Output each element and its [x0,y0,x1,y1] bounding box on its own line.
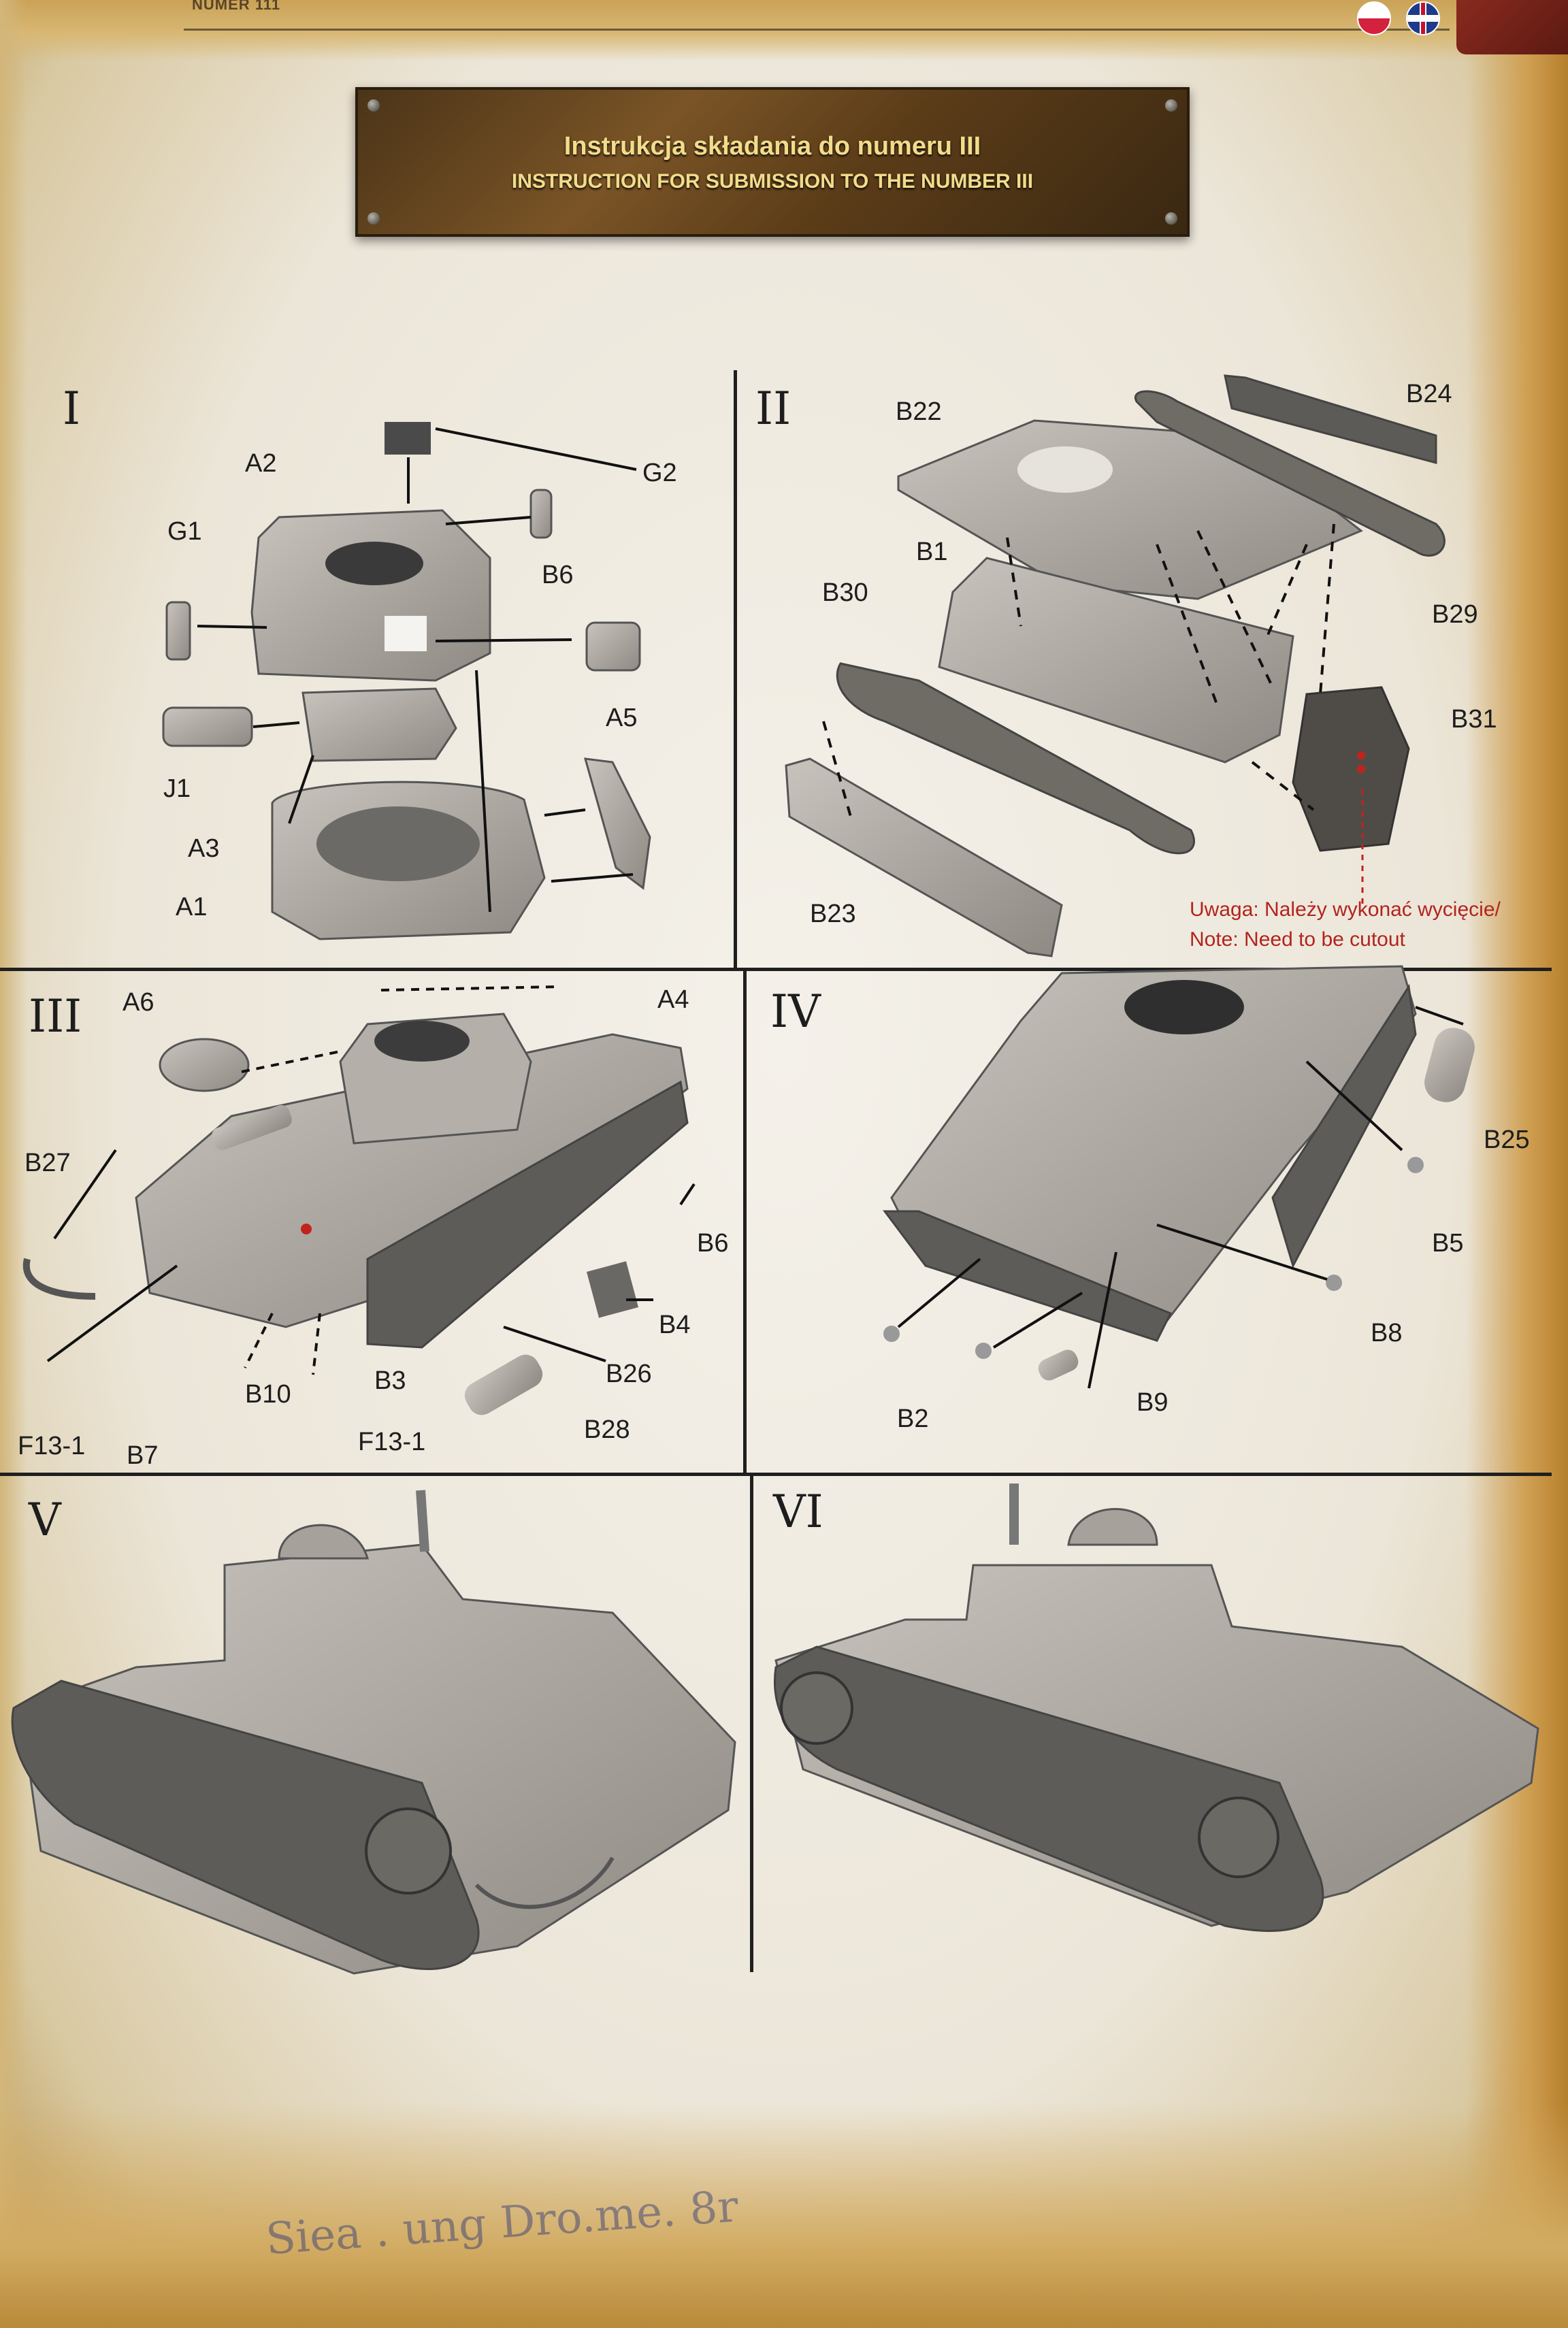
divider-horizontal-2 [0,1473,1552,1476]
part-label: B26 [606,1360,652,1388]
uk-flag-icon [1406,1,1440,35]
rivet-icon [368,212,380,225]
divider-horizontal-1 [0,968,1552,971]
part-label: B30 [822,578,868,607]
step-2-hull-illustration [785,374,1446,957]
header-rule [184,29,1450,31]
page-subtitle: INSTRUCTION FOR SUBMISSION TO THE NUMBER… [511,170,1034,193]
corner-tank-logo [1456,0,1568,54]
part-label: F13-1 [18,1432,86,1460]
aged-frame-left [0,0,27,2328]
divider-vertical-middle [743,969,747,1475]
part-label: A4 [657,985,689,1014]
part-label: G1 [167,517,202,546]
step-3-assembly-illustration [22,985,696,1415]
part-label: G2 [642,459,677,487]
part-label: B9 [1137,1388,1169,1417]
part-label: B31 [1451,705,1497,734]
part-label: B7 [127,1441,159,1470]
aged-frame-top [0,0,1568,61]
aged-frame-right [1466,0,1568,2328]
rivet-icon [368,99,380,112]
divider-vertical-top [734,370,737,969]
part-label: B1 [916,538,948,566]
step-6-number: VI [773,1486,823,1538]
cutout-note-en: Note: Need to be cutout [1190,928,1405,951]
poland-flag-icon [1357,1,1391,35]
part-label: B10 [245,1380,291,1409]
part-label: B6 [542,561,574,589]
rivet-icon [1165,99,1177,112]
step-1-turret-illustration [162,422,651,940]
part-label: A1 [176,893,208,921]
step-4-rear-illustration [883,965,1475,1389]
part-label: F13-1 [358,1428,426,1456]
aged-frame-bottom [0,2103,1568,2328]
cutout-note-pl: Uwaga: Należy wykonać wycięcie/ [1190,898,1501,921]
step-2-number: II [755,382,791,435]
step-3-number: III [29,990,82,1043]
step-5-number: V [29,1494,61,1546]
part-label: B23 [810,900,856,928]
part-label: A5 [606,704,638,732]
part-label: B8 [1371,1319,1403,1347]
part-label: A6 [122,988,154,1017]
step-1-number: I [63,382,81,435]
part-label: B29 [1432,600,1478,629]
part-label: B24 [1406,380,1452,408]
part-label: B28 [584,1415,630,1444]
part-label: J1 [163,774,191,803]
rivet-icon [1165,212,1177,225]
step-5-finished-tank [11,1490,736,1975]
part-label: A2 [245,449,277,478]
part-label: B3 [374,1366,406,1395]
part-label: B22 [896,397,942,426]
part-label: B2 [897,1405,929,1433]
part-label: B27 [24,1149,71,1177]
step-6-finished-tank [774,1483,1539,1932]
part-label: A3 [188,834,220,863]
step-4-number: IV [770,985,821,1038]
page-title: Instrukcja składania do numeru III [564,132,981,161]
part-label: B25 [1484,1126,1530,1154]
part-label: B5 [1432,1229,1464,1258]
divider-vertical-bottom [750,1474,753,1972]
part-label: B6 [697,1229,729,1258]
part-label: B4 [659,1311,691,1339]
title-plaque: Instrukcja składania do numeru III INSTR… [355,87,1190,237]
issue-number: NUMER 111 [192,0,281,13]
